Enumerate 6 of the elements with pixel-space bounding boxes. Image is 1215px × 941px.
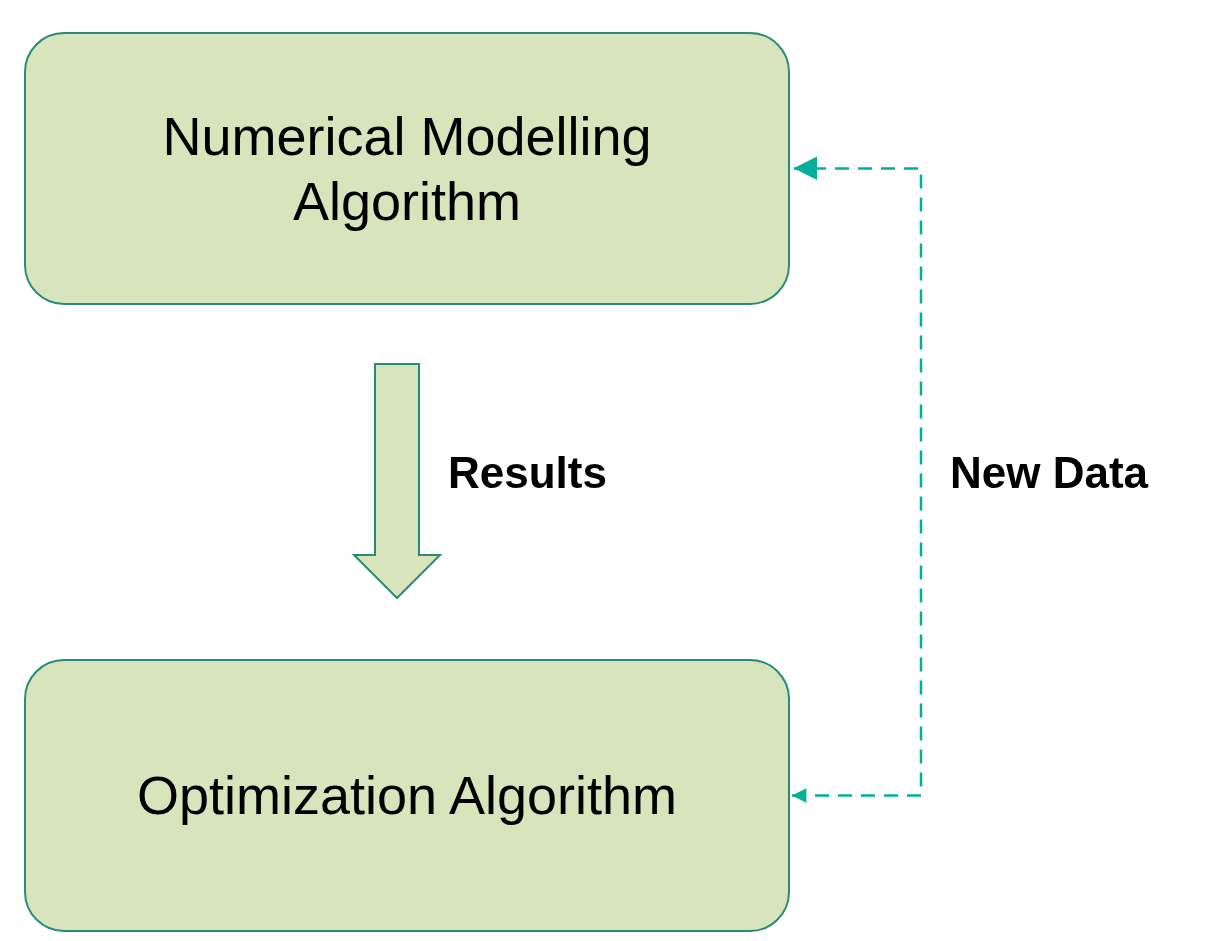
box-text: Optimization Algorithm [136, 764, 678, 828]
process-box [24, 32, 790, 305]
block-arrow [351, 363, 443, 600]
dashed-arrow [792, 156, 923, 803]
box-text: Numerical Modelling Algorithm [161, 104, 653, 233]
process-box [24, 659, 790, 932]
